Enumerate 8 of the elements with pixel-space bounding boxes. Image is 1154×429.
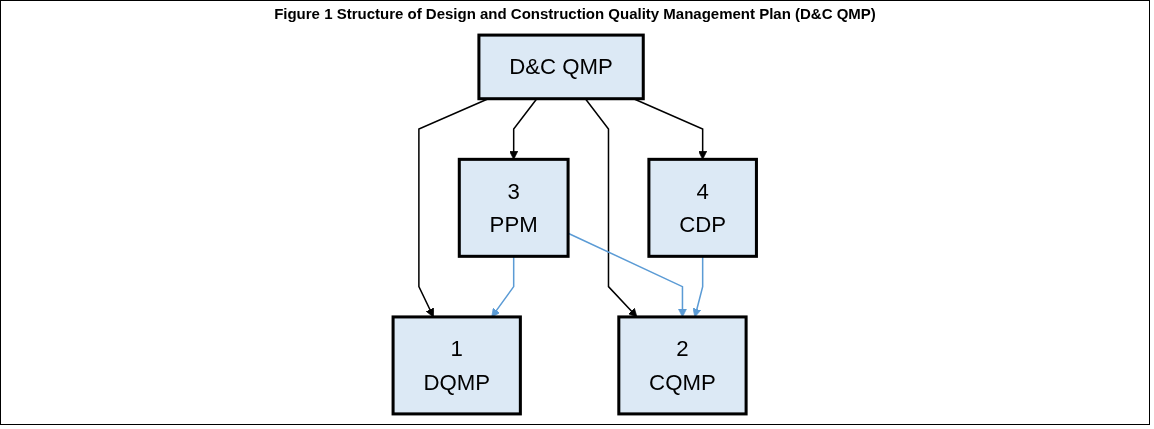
node-box: 4 CDP (647, 157, 759, 258)
node-box: D&C QMP (477, 33, 645, 100)
figure-title: Figure 1 Structure of Design and Construction Quality Management Plan (D&C QMP) (274, 5, 876, 22)
arrow (491, 255, 515, 317)
node-box: 1 DQMP (391, 314, 523, 415)
node-box: 3 PPM (458, 157, 570, 258)
arrow (692, 255, 704, 317)
node-box: 2 CQMP (617, 314, 748, 415)
